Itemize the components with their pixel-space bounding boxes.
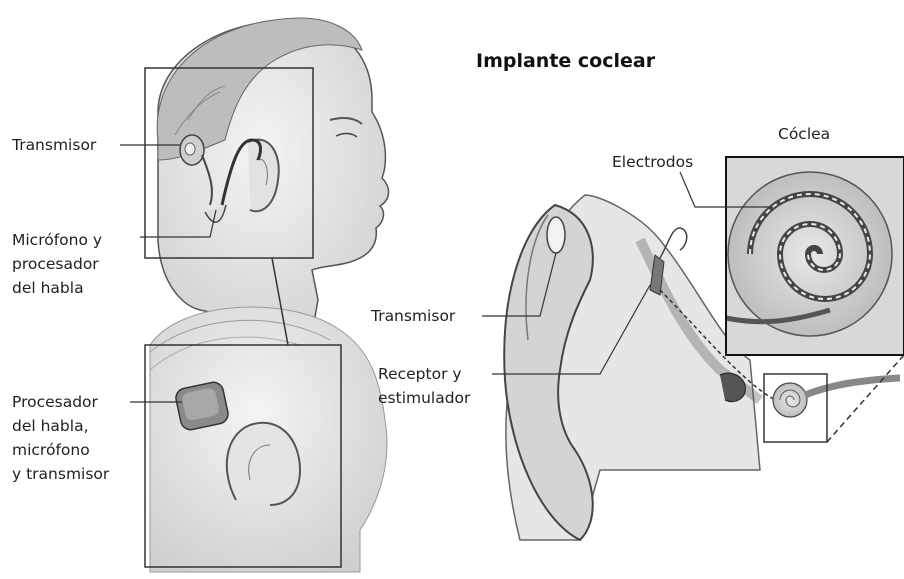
ear-lower: [227, 423, 300, 505]
label-microfono-procesador: Micrófono y procesador del habla: [12, 228, 102, 300]
transmitter-center: [185, 143, 195, 155]
transmitter-ear: [547, 217, 565, 253]
label-transmisor-head: Transmisor: [12, 133, 96, 157]
nerve: [805, 378, 900, 395]
label-electrodos: Electrodos: [612, 150, 693, 174]
zoom-dashed-line: [827, 355, 904, 442]
cochlea-small: [773, 383, 807, 417]
head-back: [150, 307, 387, 572]
label-coclea: Cóclea: [778, 122, 830, 146]
label-procesador-transmisor: Procesador del habla, micrófono y transm…: [12, 390, 109, 486]
cochlea-zoom: [726, 157, 904, 355]
label-transmisor-ear: Transmisor: [371, 304, 455, 328]
head-profile: [157, 18, 388, 345]
label-receptor: Receptor y estimulador: [378, 362, 470, 410]
page-title: Implante coclear: [476, 50, 655, 72]
